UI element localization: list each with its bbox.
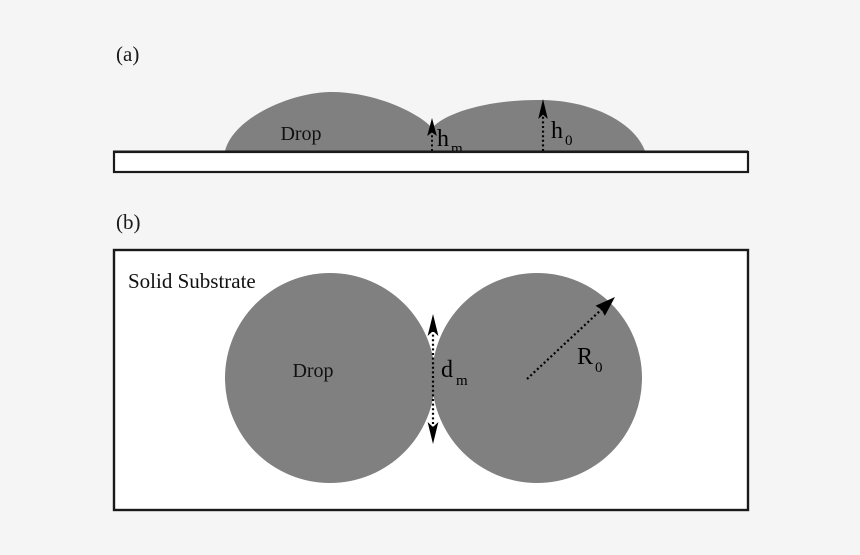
- r-0-subscript: 0: [595, 360, 603, 376]
- d-m-symbol: d: [441, 357, 453, 383]
- substrate-slab: [112, 150, 750, 174]
- panel-a-drop-shapes: [225, 91, 645, 151]
- drop-cap-left: [225, 91, 432, 151]
- r-0-leader-line: [526, 308, 603, 380]
- panel-b-drop-label: Drop: [292, 360, 333, 382]
- panel-b: (b) Solid Substrate Drop d m R 0: [112, 210, 750, 512]
- panel-a-drop-label: Drop: [280, 123, 321, 145]
- panel-a-label: (a): [116, 42, 139, 66]
- drop-footprint-right: [432, 273, 642, 483]
- h-m-arrowhead: [427, 118, 437, 136]
- panel-b-label: (b): [116, 210, 141, 234]
- annotation-d-m: d m: [427, 314, 468, 444]
- drop-footprint-left: [225, 273, 435, 483]
- h-0-subscript: 0: [565, 133, 573, 149]
- annotation-r-0: R 0: [526, 297, 615, 380]
- h-0-symbol: h: [551, 118, 563, 144]
- r-0-arrowhead: [595, 297, 615, 316]
- panel-a: (a) h m h 0 Drop: [112, 42, 750, 174]
- d-m-arrowhead-bottom: [427, 422, 439, 444]
- drop-cap-right: [432, 99, 645, 151]
- h-0-arrowhead: [538, 99, 548, 119]
- h-m-symbol: h: [437, 126, 449, 152]
- d-m-arrowhead-top: [427, 314, 439, 336]
- annotation-h-0: h 0: [538, 99, 573, 151]
- d-m-subscript: m: [456, 373, 468, 389]
- r-0-symbol: R: [577, 344, 593, 370]
- solid-substrate-label: Solid Substrate: [128, 269, 256, 293]
